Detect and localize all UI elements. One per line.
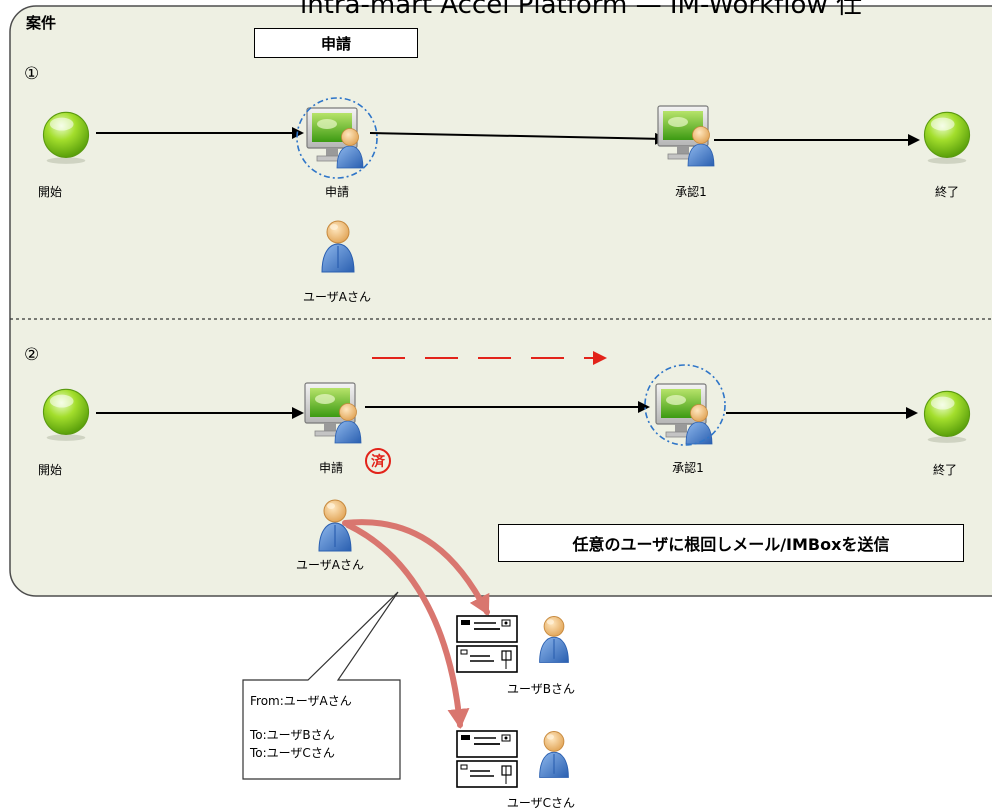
s1-arrow-apply-approve [369, 132, 667, 145]
curve-arrow-to-user-b [342, 519, 490, 616]
user-c-label: ユーザCさん [506, 796, 576, 810]
s1-approve-label: 承認1 [675, 185, 707, 199]
s1-end-label: 終了 [934, 185, 959, 199]
s1-start-label: 開始 [37, 185, 62, 199]
case-frame [9, 5, 992, 597]
s1-apply-label: 申請 [324, 185, 349, 199]
callout-to-b: To:ユーザBさん [250, 728, 335, 742]
s1-current-step-highlight [296, 97, 378, 179]
user-b-label: ユーザBさん [507, 682, 575, 696]
s1-user-a-label: ユーザAさん [303, 290, 371, 304]
user-c-mail-icon [456, 730, 518, 788]
s2-user-a-label: ユーザAさん [296, 558, 364, 572]
section-1-title-box: 申請 [254, 28, 418, 58]
callout-bubble [242, 591, 401, 780]
section-1-number: ① [24, 64, 40, 84]
s2-start-label: 開始 [37, 463, 62, 477]
curve-arrow-to-user-c [345, 522, 470, 729]
user-c-person-icon [539, 730, 569, 778]
mail-callout-text: From:ユーザAさん To:ユーザBさん To:ユーザCさん [250, 692, 352, 762]
s2-approve-label: 承認1 [672, 461, 704, 475]
s2-apply-label: 申請 [318, 461, 343, 475]
callout-to-c: To:ユーザCさん [250, 746, 335, 760]
callout-spacer [250, 710, 352, 726]
page-header-title: intra-mart Accel Platform — IM-Workflow … [300, 0, 862, 20]
s2-current-step-highlight [644, 364, 726, 446]
user-b-mail-icon [456, 615, 518, 673]
action-description-box: 任意のユーザに根回しメール/IMBoxを送信 [498, 524, 964, 562]
user-b-person-icon [539, 615, 569, 663]
s2-end-label: 終了 [932, 463, 957, 477]
callout-from: From:ユーザAさん [250, 694, 352, 708]
completed-stamp: 済 [365, 448, 391, 474]
section-2-number: ② [24, 345, 40, 365]
case-frame-label: 案件 [26, 14, 57, 32]
